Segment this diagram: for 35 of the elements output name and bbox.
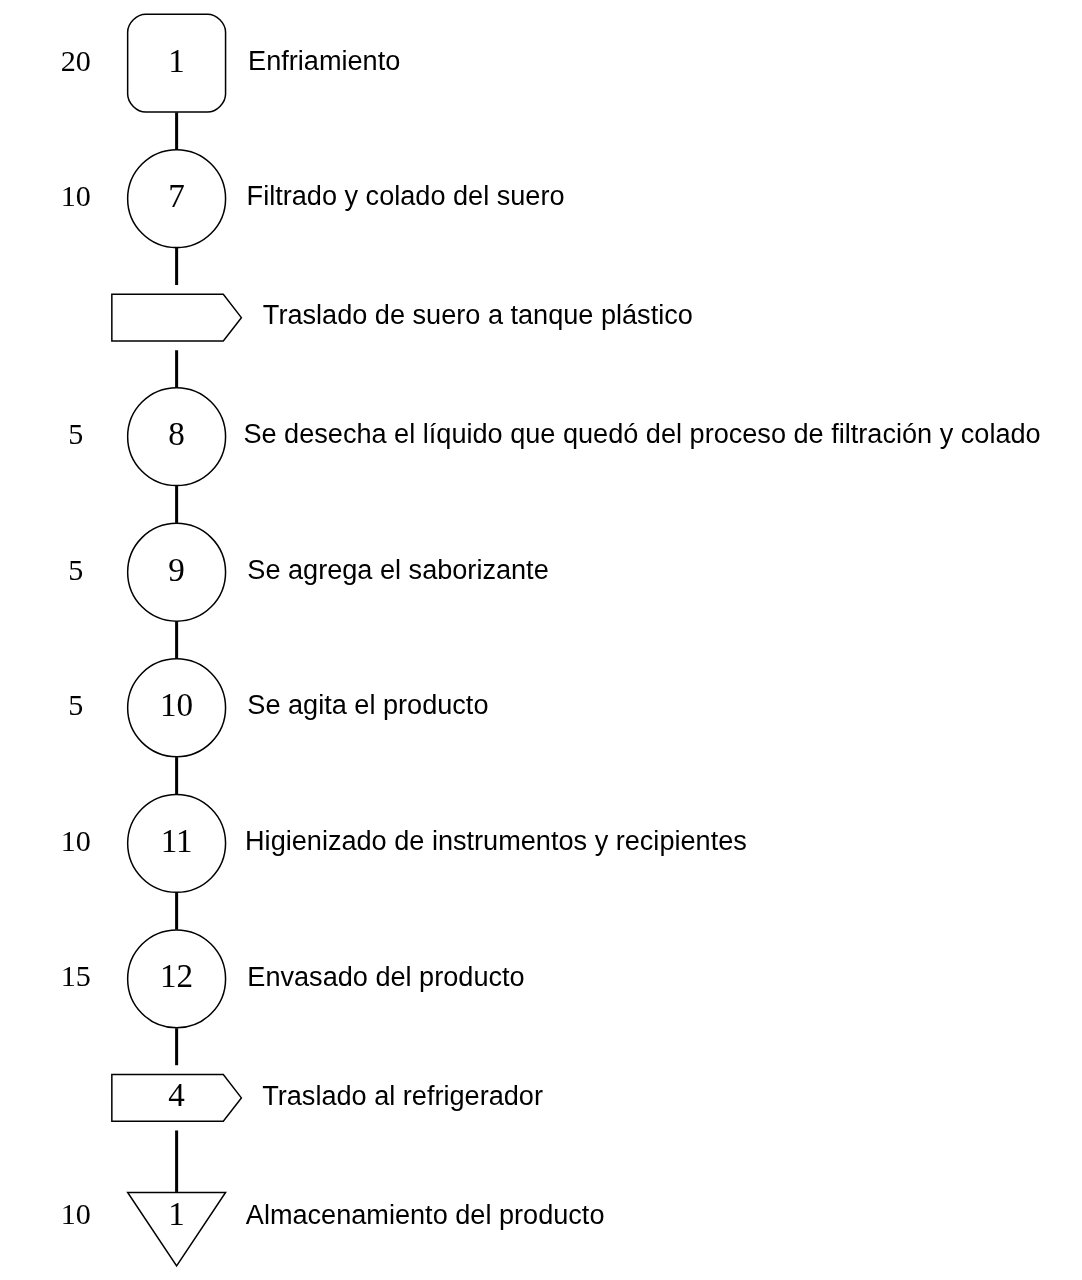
node-label: 5 — [67, 688, 83, 723]
node-label: 10 — [60, 179, 91, 214]
node-label: Se desecha el líquido que quedó del proceso de filtración y colado — [242, 418, 1041, 450]
node-label: Se agrega el saborizante — [246, 553, 549, 585]
node-circle: 12 — [126, 929, 226, 1029]
node-label: 10 — [60, 1197, 91, 1232]
node-label: Traslado de suero a tanque plástico — [262, 299, 693, 331]
connector — [174, 1130, 178, 1192]
connector — [174, 892, 178, 930]
node-circle: 10 — [126, 658, 226, 758]
node-label: Se agita el producto — [246, 689, 488, 721]
connector — [174, 757, 178, 795]
connector — [174, 350, 178, 388]
node-circle: 8 — [126, 386, 226, 487]
node-label: 20 — [60, 43, 91, 78]
connector — [174, 248, 178, 285]
node-label: Higienizado de instrumentos y recipientes — [244, 824, 747, 856]
node-circle: 7 — [126, 148, 226, 249]
node-label: Enfriamiento — [247, 44, 400, 76]
connector — [174, 1028, 178, 1066]
node-label: Traslado al refrigerador — [261, 1079, 543, 1111]
node-circle: 11 — [126, 793, 226, 894]
node-label: Almacenamiento del producto — [245, 1198, 604, 1230]
node-circle: 9 — [126, 522, 226, 622]
node-arrow — [110, 293, 242, 342]
node-label: 5 — [67, 417, 83, 452]
node-box: 1 — [126, 13, 226, 113]
node-label: Envasado del producto — [246, 960, 525, 992]
connector — [174, 112, 178, 150]
node-label: Filtrado y colado del suero — [246, 180, 565, 212]
node-label: 5 — [67, 552, 83, 587]
node-label: 15 — [60, 959, 91, 994]
node-label: 10 — [60, 823, 91, 858]
connector — [174, 486, 178, 523]
connector — [174, 621, 178, 659]
